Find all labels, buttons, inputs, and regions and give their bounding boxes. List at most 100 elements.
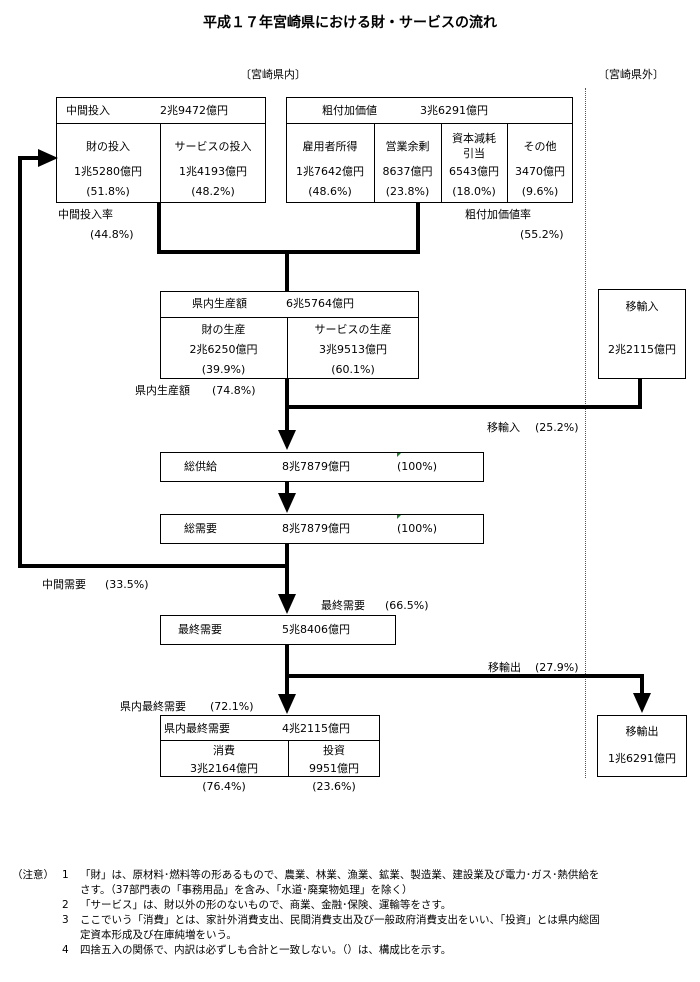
note-number: 1 <box>62 869 69 881</box>
total-demand-label: 総需要 <box>184 522 217 535</box>
final-demand-share-pct: (66.5%) <box>385 599 429 612</box>
depreciation-label: 資本減耗 <box>452 132 496 145</box>
exports-share-label: 移輸出 <box>488 661 521 674</box>
connector <box>18 156 22 568</box>
inner-final-demand-share-label: 県内最終需要 <box>120 700 186 713</box>
intermediate-demand-label: 中間需要 <box>42 578 86 591</box>
services-input-pct: (48.2%) <box>191 185 235 198</box>
note-text: 定資本形成及び在庫純増をいう。 <box>80 929 237 941</box>
notes: （注意） 1 「財」は、原材料･燃料等の形あるもので、農業、林業、漁業、鉱業、製… <box>12 868 692 958</box>
imports-share-label: 移輸入 <box>487 421 520 434</box>
connector <box>416 203 420 253</box>
compensation-label: 雇用者所得 <box>302 140 358 153</box>
note-number: 3 <box>62 914 69 926</box>
goods-input-pct: (51.8%) <box>86 185 130 198</box>
production-label: 県内生産額 <box>192 297 247 310</box>
compensation-value: 1兆7642億円 <box>296 165 364 178</box>
connector <box>285 645 289 695</box>
total-demand-value: 8兆7879億円 <box>282 522 350 535</box>
region-divider <box>585 88 586 778</box>
arrow-down-icon <box>278 594 296 614</box>
final-demand-share-label: 最終需要 <box>321 599 365 612</box>
arrow-down-icon <box>633 693 651 713</box>
value-added-rate-pct: (55.2%) <box>520 228 564 241</box>
services-input-label: サービスの投入 <box>174 140 252 153</box>
total-supply-label: 総供給 <box>184 460 217 473</box>
inner-final-demand-value: 4兆2115億円 <box>282 722 350 735</box>
imports-box <box>598 289 686 379</box>
other-value: 3470億円 <box>515 165 565 178</box>
inner-final-demand-share-pct: (72.1%) <box>210 700 254 713</box>
exports-label: 移輸出 <box>625 725 659 738</box>
investment-value: 9951億円 <box>309 762 359 775</box>
value-added-label: 粗付加価値 <box>322 104 377 117</box>
goods-input-label: 財の投入 <box>86 140 130 153</box>
production-share-label: 県内生産額 <box>135 384 190 397</box>
arrow-down-icon <box>278 430 296 450</box>
final-demand-box <box>160 615 396 645</box>
note-text: ここでいう「消費」とは、家計外消費支出、民間消費支出及び一般政府消費支出をいい、… <box>80 914 600 926</box>
intermediate-input-box <box>56 97 266 203</box>
inner-final-demand-box <box>160 715 380 777</box>
consumption-value: 3兆2164億円 <box>190 762 258 775</box>
connector <box>285 674 644 678</box>
exports-share-pct: (27.9%) <box>535 661 579 674</box>
services-production-value: 3兆9513億円 <box>319 343 387 356</box>
intermediate-input-label: 中間投入 <box>66 104 110 117</box>
production-value: 6兆5764億円 <box>286 297 354 310</box>
total-supply-value: 8兆7879億円 <box>282 460 350 473</box>
production-box <box>160 291 419 379</box>
operating-surplus-pct: (23.8%) <box>385 185 430 198</box>
intermediate-input-rate-label: 中間投入率 <box>58 208 113 221</box>
page-title: 平成１７年宮崎県における財・サービスの流れ <box>203 15 497 31</box>
operating-surplus-label: 営業余剰 <box>385 140 430 153</box>
total-demand-pct: (100%) <box>397 522 438 535</box>
intermediate-input-rate-pct: (44.8%) <box>90 228 134 241</box>
note-number: 4 <box>62 944 69 956</box>
production-share-pct: (74.8%) <box>212 384 256 397</box>
arrow-down-icon <box>278 493 296 513</box>
intermediate-input-value: 2兆9472億円 <box>160 104 228 117</box>
marker-icon <box>397 453 401 457</box>
imports-label: 移輸入 <box>625 300 659 313</box>
total-supply-pct: (100%) <box>397 460 438 473</box>
other-label: その他 <box>523 140 557 153</box>
region-label-inner: 〔宮崎県内〕 <box>240 68 306 81</box>
connector <box>285 482 289 494</box>
services-production-pct: (60.1%) <box>331 363 375 376</box>
connector <box>638 379 642 409</box>
note-text: 四捨五入の関係で、内訳は必ずしも合計と一致しない。（）は、構成比を示す。 <box>80 944 452 956</box>
intermediate-demand-pct: (33.5%) <box>105 578 149 591</box>
marker-icon <box>397 515 401 519</box>
connector <box>157 203 161 253</box>
operating-surplus-value: 8637億円 <box>382 165 433 178</box>
imports-value: 2兆2115億円 <box>608 343 676 356</box>
value-added-box <box>286 97 573 203</box>
connector <box>18 564 289 568</box>
connector <box>285 405 642 409</box>
note-number: 2 <box>62 899 69 911</box>
inner-final-demand-label: 県内最終需要 <box>164 722 230 735</box>
goods-production-pct: (39.9%) <box>201 363 246 376</box>
note-text: 「サービス」は、財以外の形のないもので、商業、金融･保険、運輸等をさす。 <box>80 899 452 911</box>
investment-label: 投資 <box>323 744 345 757</box>
goods-production-value: 2兆6250億円 <box>189 343 258 356</box>
services-input-value: 1兆4193億円 <box>179 165 247 178</box>
consumption-label: 消費 <box>213 744 235 757</box>
connector <box>285 544 289 595</box>
depreciation-value: 6543億円 <box>449 165 499 178</box>
imports-share-pct: (25.2%) <box>535 421 579 434</box>
exports-value: 1兆6291億円 <box>608 752 676 765</box>
total-demand-box <box>160 514 484 544</box>
connector <box>285 250 289 291</box>
services-production-label: サービスの生産 <box>314 323 392 336</box>
depreciation-pct: (18.0%) <box>452 185 496 198</box>
goods-input-value: 1兆5280億円 <box>74 165 142 178</box>
depreciation-label-2: 引当 <box>463 147 485 160</box>
goods-production-label: 財の生産 <box>201 323 246 336</box>
region-label-outer: 〔宮崎県外〕 <box>598 68 664 81</box>
value-added-rate-label: 粗付加価値率 <box>465 208 531 221</box>
arrow-down-icon <box>278 694 296 714</box>
consumption-pct: (76.4%) <box>202 780 246 793</box>
final-demand-value: 5兆8406億円 <box>282 623 350 636</box>
